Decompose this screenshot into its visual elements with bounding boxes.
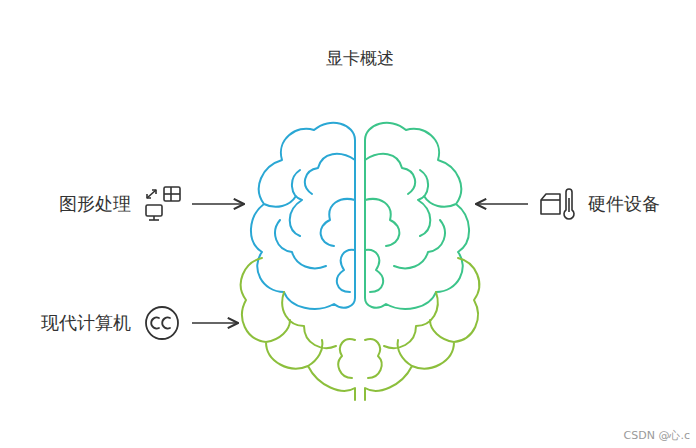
side-label: 图形处理 [59, 193, 131, 215]
hardware-icon [541, 189, 574, 219]
leader-arrow [192, 203, 244, 205]
leader-arrow [476, 203, 528, 205]
side-label: 硬件设备 [588, 193, 660, 215]
side-label: 现代计算机 [41, 312, 131, 334]
watermark: CSDN @心.c [624, 429, 690, 442]
cc-icon [146, 307, 178, 339]
graphics-icon [146, 187, 180, 220]
diagram-title: 显卡概述 [326, 48, 394, 68]
leader-arrow [192, 322, 238, 324]
